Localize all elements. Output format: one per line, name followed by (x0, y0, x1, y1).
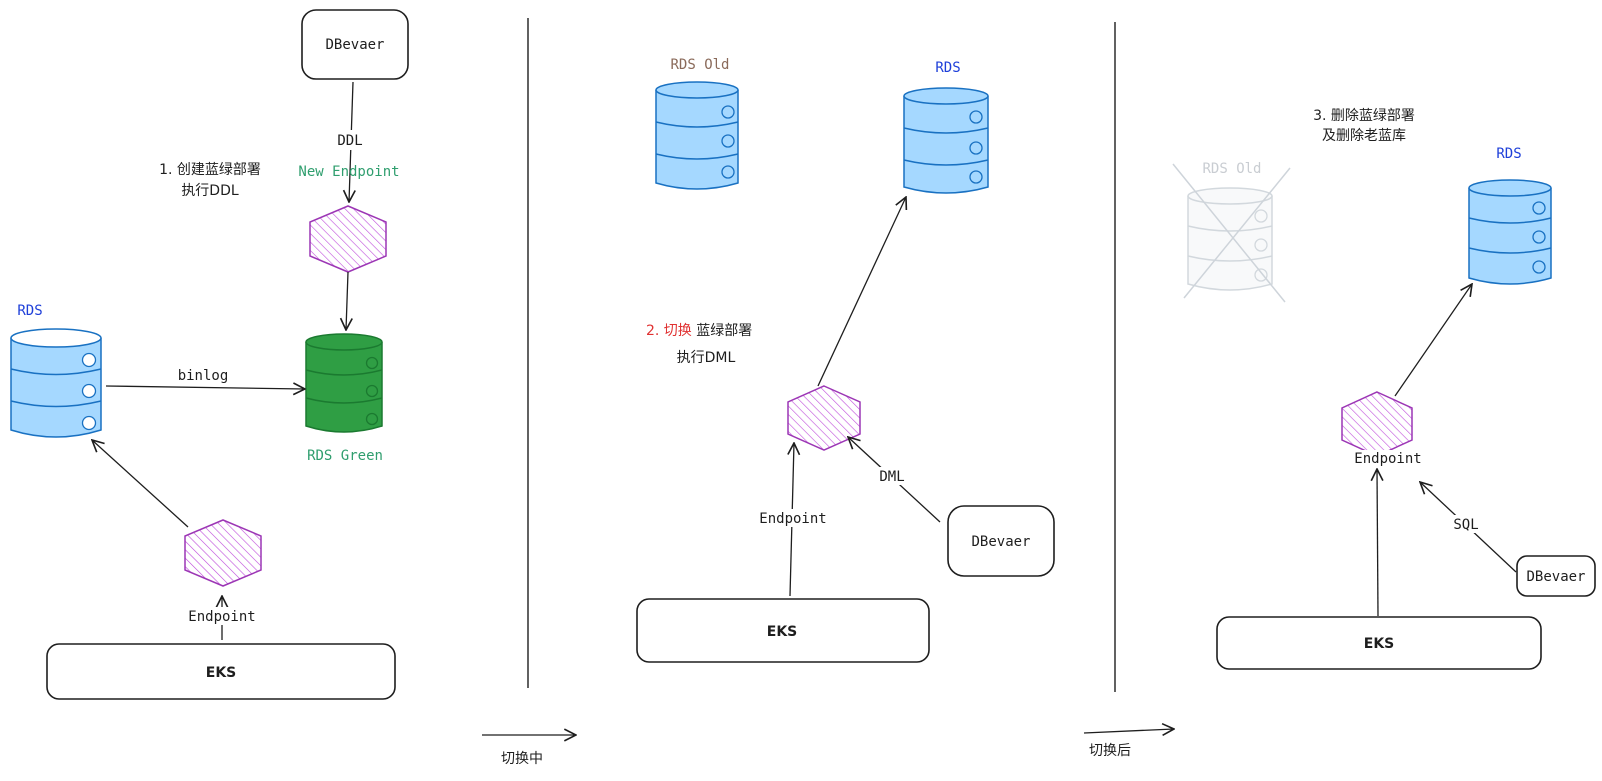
step-1-line-2: 执行DDL (181, 183, 239, 199)
endpoint-to-green-arrow (346, 271, 348, 330)
eks-box-3[interactable] (1216, 616, 1542, 670)
endpoint-to-rds-arrow (92, 440, 189, 528)
endpoint-to-rds-arrow-3 (1394, 284, 1472, 397)
transition-label-1: 切换中 (501, 750, 543, 767)
eks-to-endpoint-arrow-3 (1377, 469, 1378, 617)
dbeaver-label-1: DBevaer (325, 37, 384, 53)
eks-label-1: EKS (206, 665, 237, 681)
ddl-label-bg (330, 130, 370, 150)
ddl-label: DDL (337, 133, 362, 149)
endpoint-label-1: Endpoint (188, 609, 255, 625)
step-2-prefix: 2. 切换 (646, 322, 692, 339)
dbeaver-box-2[interactable] (947, 505, 1055, 577)
rds-old-database-2[interactable] (655, 81, 739, 190)
eks-box-1[interactable] (46, 643, 396, 700)
panel-3: 3. 删除蓝绿部署 及删除老蓝库 RDS Old RDS (1172, 108, 1596, 670)
endpoint-label-bg-2 (756, 509, 834, 527)
dml-label-bg (872, 467, 912, 485)
transition-label-2: 切换后 (1089, 742, 1131, 759)
step-2-line-1: 2. 切换 蓝绿部署 (646, 322, 752, 339)
panel-2: RDS Old RDS 2. 切换 蓝绿部署 执行DML (636, 57, 1055, 663)
endpoint-label-bg-1 (184, 607, 262, 625)
panel-1: DBevaer DDL 1. 创建蓝绿部署 执行DDL New Endpoint… (10, 9, 409, 700)
endpoint-hexagon-2[interactable] (787, 385, 861, 451)
step-2-line-2: 执行DML (677, 350, 736, 366)
rds-label-3: RDS (1496, 146, 1521, 162)
step-3-line-1: 3. 删除蓝绿部署 (1313, 108, 1415, 124)
rds-database-2[interactable] (903, 87, 989, 194)
dml-label: DML (879, 469, 904, 485)
sql-label: SQL (1453, 517, 1478, 533)
rds-old-database-3 (1187, 187, 1273, 291)
eks-label-2: EKS (767, 624, 798, 640)
rds-database-3[interactable] (1468, 179, 1552, 285)
cross-out-line-2 (1183, 167, 1291, 299)
eks-box-2[interactable] (636, 598, 930, 663)
step-2-rest: 蓝绿部署 (696, 323, 752, 339)
endpoint-label-bg-3 (1350, 450, 1426, 468)
dbeaver-box-3[interactable] (1516, 555, 1596, 597)
rds-label-1: RDS (17, 303, 42, 319)
cross-out-line-1 (1172, 163, 1286, 303)
rds-database-1[interactable] (10, 328, 102, 438)
rds-green-database[interactable] (305, 333, 383, 433)
endpoint-label-3: Endpoint (1354, 451, 1421, 467)
rds-label-2: RDS (935, 60, 960, 76)
endpoint-hexagon-3[interactable] (1341, 391, 1413, 457)
binlog-label: binlog (178, 368, 229, 384)
endpoint-label-2: Endpoint (759, 511, 826, 527)
step-3-line-2: 及删除老蓝库 (1322, 128, 1406, 144)
dbeaver-box-1[interactable] (301, 9, 409, 80)
rds-old-label-2: RDS Old (670, 57, 729, 73)
eks-label-3: EKS (1364, 636, 1395, 652)
rds-green-label: RDS Green (307, 448, 383, 464)
step-1-line-1: 1. 创建蓝绿部署 (159, 162, 261, 178)
endpoint-to-rds-arrow-2 (817, 197, 906, 387)
transition-arrow-2 (1083, 729, 1174, 733)
dbeaver-label-3: DBevaer (1526, 569, 1585, 585)
new-endpoint-hexagon[interactable] (309, 205, 387, 273)
endpoint-hexagon-1[interactable] (184, 519, 262, 587)
sql-label-bg (1448, 515, 1484, 533)
dbeaver-label-2: DBevaer (971, 534, 1030, 550)
binlog-arrow (105, 386, 305, 389)
new-endpoint-label: New Endpoint (298, 164, 399, 180)
rds-old-label-3: RDS Old (1202, 161, 1261, 177)
